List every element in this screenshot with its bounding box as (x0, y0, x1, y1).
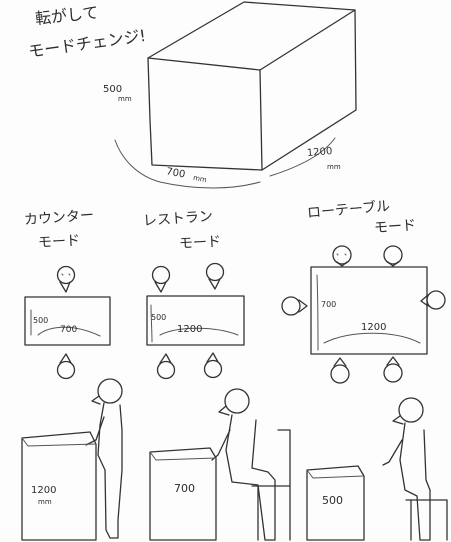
restaurant-table-left-dimension: 500 (151, 313, 167, 322)
low-table-mode-title-line-2: モード (373, 217, 417, 237)
restaurant-table-bottom-dimension: 1200 (177, 324, 203, 335)
counter-side-height-value: 1200 (31, 485, 57, 496)
cube-depth-unit: mm (327, 163, 341, 171)
counter-table-bottom-dimension: 700 (60, 325, 78, 335)
low-table-mode-sketch (281, 245, 448, 541)
counter-mode-sketch (21, 265, 123, 541)
large-box (114, 1, 357, 189)
restaurant-side-height-value: 700 (174, 482, 195, 495)
low-table-left-dimension: 700 (321, 300, 337, 309)
counter-table-left-dimension: 500 (33, 316, 49, 325)
cube-height-unit: mm (118, 95, 132, 103)
restaurant-mode-title-line-2: モード (178, 233, 222, 253)
low-table-bottom-dimension: 1200 (361, 322, 387, 333)
counter-mode-title-line-2: モード (37, 232, 81, 252)
counter-side-height-unit: mm (38, 498, 52, 506)
low-table-side-height-value: 500 (322, 494, 343, 507)
restaurant-mode-sketch (146, 262, 291, 541)
cube-height-value: 500 (103, 84, 123, 95)
